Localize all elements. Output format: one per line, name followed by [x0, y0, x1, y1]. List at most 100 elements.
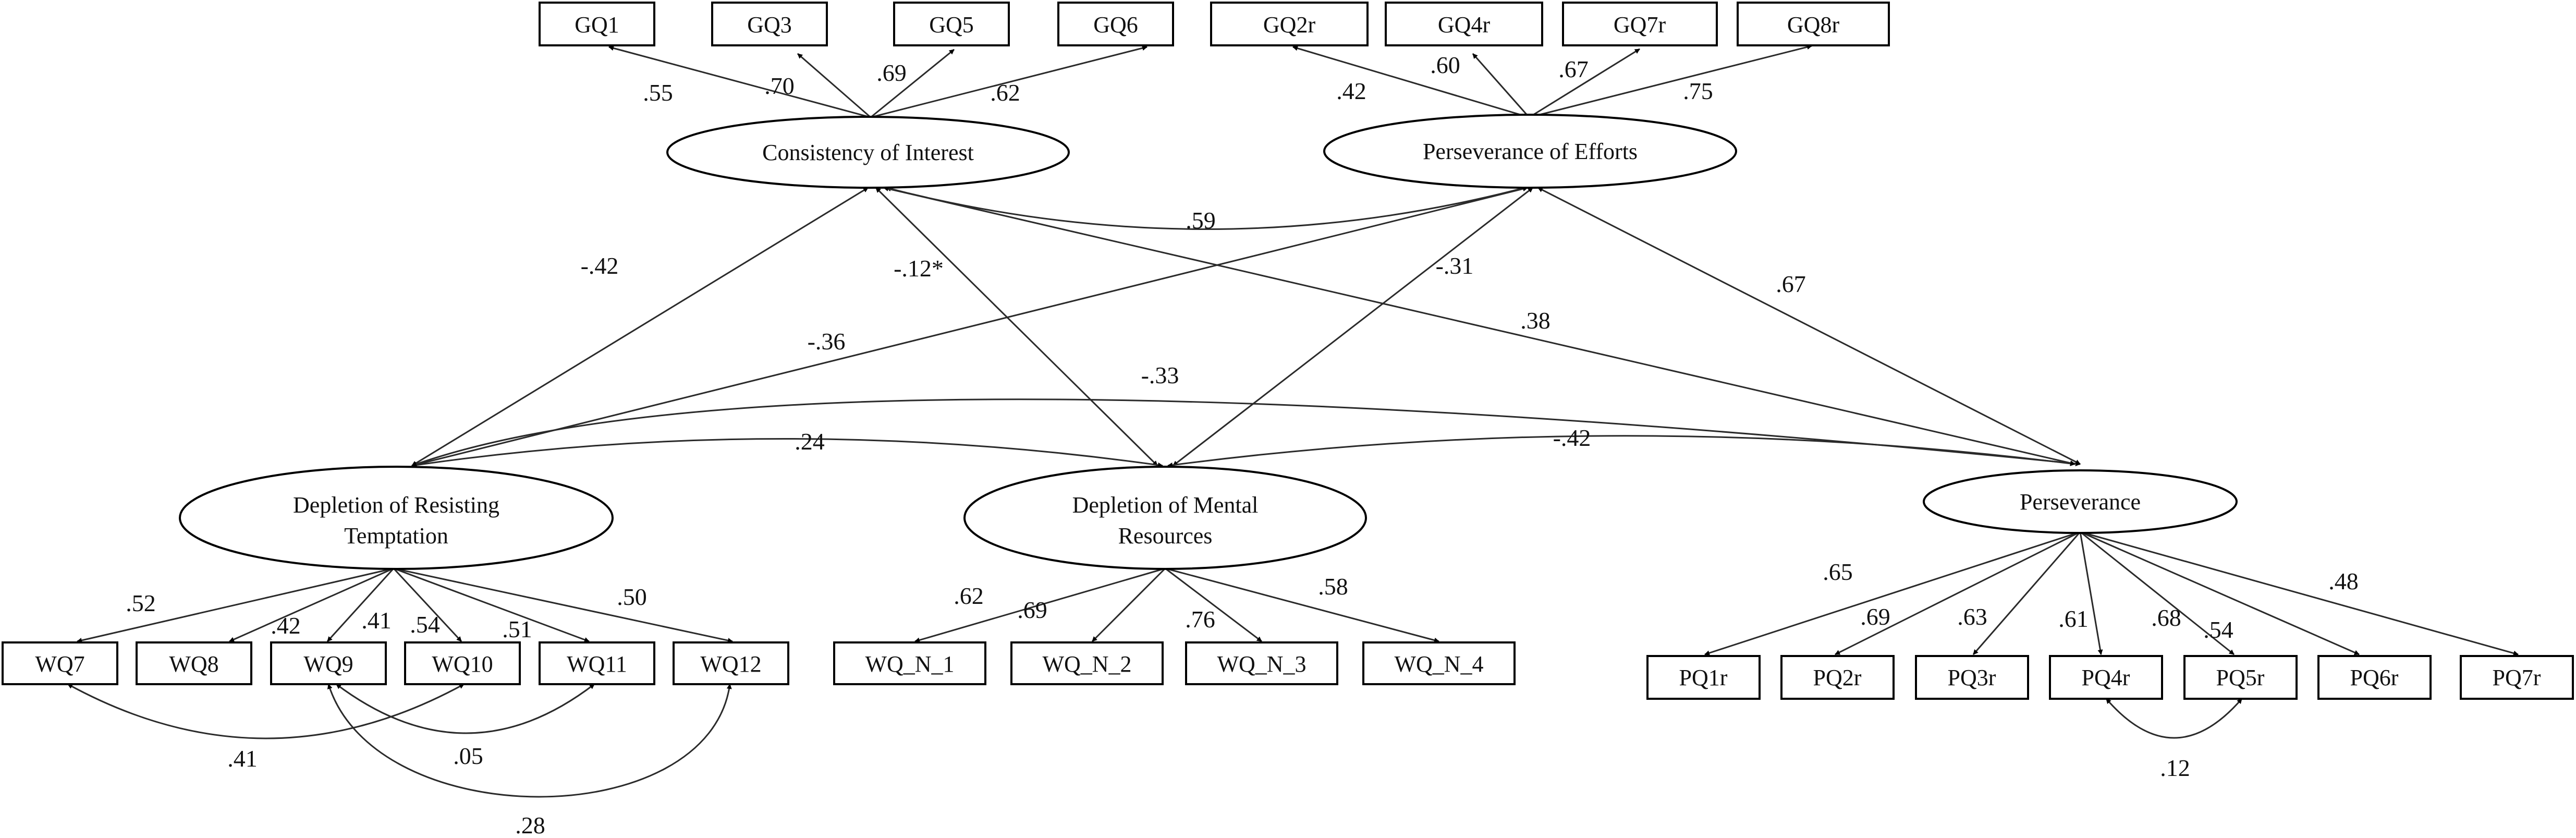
loading-label-gq8r: .75	[1683, 78, 1713, 104]
edge-ci-gq3	[797, 53, 871, 118]
edge-dmr-wqn4	[1165, 567, 1439, 643]
indicator-label: WQ_N_3	[1217, 651, 1306, 677]
indicator-label: PQ4r	[2082, 665, 2130, 690]
corr-label-drt-per: -.33	[1141, 362, 1179, 388]
indicator-wq11: WQ11	[539, 641, 655, 685]
indicator-label: GQ1	[575, 12, 619, 38]
loading-label-gq5: .69	[876, 59, 907, 86]
latent-label: Perseverance	[2020, 489, 2141, 515]
cov-label-pq4r-pq5r: .12	[2160, 755, 2190, 781]
loading-label-gq1: .55	[643, 79, 673, 106]
indicator-gq3: GQ3	[711, 2, 828, 46]
latent-depletion-of-resisting-temptation: Depletion of Resisting Temptation	[179, 466, 614, 570]
edge-ci-drt	[411, 187, 869, 467]
latent-label: Depletion of Mental	[1072, 492, 1259, 518]
loading-label-gq7r: .67	[1558, 56, 1589, 82]
loading-label-wqn2: .69	[1017, 597, 1047, 623]
edge-pe-gq8r	[1529, 44, 1812, 118]
indicator-label: WQ_N_1	[865, 651, 954, 677]
indicator-pq6r: PQ6r	[2317, 655, 2432, 700]
edge-cov-pq4r-pq5r	[2105, 698, 2243, 739]
loading-label-wqn4: .58	[1318, 573, 1348, 600]
edge-per-pq1r	[1704, 531, 2081, 655]
edge-cov-wq9-wq12	[327, 684, 732, 798]
latent-perseverance: Perseverance	[1923, 469, 2238, 534]
indicator-gq8r: GQ8r	[1737, 2, 1890, 46]
indicator-label: WQ12	[700, 651, 761, 677]
edge-pe-per	[1537, 187, 2081, 465]
cov-label-wq7-wq10: .41	[227, 745, 258, 772]
indicator-label: GQ5	[929, 12, 974, 38]
indicator-pq4r: PQ4r	[2049, 655, 2163, 700]
edge-pe-gq2r	[1292, 45, 1530, 118]
indicator-gq2r: GQ2r	[1210, 2, 1369, 46]
corr-label-pe-per: .67	[1776, 271, 1806, 297]
edge-dmr-per	[1167, 435, 2076, 468]
loading-label-pq7r: .48	[2328, 568, 2359, 594]
edge-per-pq2r	[1835, 531, 2081, 655]
latent-label: Resources	[1118, 523, 1213, 549]
corr-label-dmr-per: -.42	[1553, 424, 1591, 451]
loading-label-wq12: .50	[617, 584, 647, 610]
edge-cov-wq9-wq11	[336, 683, 595, 734]
loading-label-gq4r: .60	[1430, 52, 1460, 78]
latent-perseverance-of-efforts: Perseverance of Efforts	[1323, 114, 1737, 189]
loading-label-pq4r: .61	[2058, 605, 2089, 632]
loading-label-gq3: .70	[764, 72, 795, 99]
indicator-pq5r: PQ5r	[2183, 655, 2298, 700]
loading-label-gq2r: .42	[1336, 78, 1366, 104]
corr-label-pe-dmr: -.31	[1436, 252, 1474, 279]
edge-pe-gq4r	[1472, 53, 1530, 118]
edge-ci-gq5	[870, 48, 955, 118]
indicator-wq7: WQ7	[2, 641, 118, 685]
cov-label-wq9-wq11: .05	[453, 743, 483, 769]
loading-label-gq6: .62	[990, 79, 1020, 106]
latent-label: Depletion of Resisting	[293, 492, 499, 518]
latent-consistency-of-interest: Consistency of Interest	[666, 116, 1070, 189]
loading-label-pq3r: .63	[1957, 603, 1987, 630]
edge-per-pq4r	[2079, 531, 2103, 655]
loading-label-pq5r: .68	[2151, 604, 2181, 631]
indicator-gq7r: GQ7r	[1562, 2, 1718, 46]
observed-indicators: GQ1 GQ3 GQ5 GQ6 GQ2r GQ4r GQ7r GQ8r WQ7 …	[2, 2, 2574, 700]
indicator-wq-n-1: WQ_N_1	[833, 641, 986, 685]
indicator-gq5: GQ5	[893, 2, 1010, 46]
edge-pe-drt	[411, 186, 1528, 467]
indicator-wq10: WQ10	[404, 641, 521, 685]
latent-label: Perseverance of Efforts	[1423, 139, 1638, 164]
loading-label-wqn3: .76	[1185, 606, 1215, 633]
corr-label-ci-per: .38	[1520, 307, 1551, 334]
indicator-label: WQ11	[567, 651, 627, 677]
loading-label-pq2r: .69	[1860, 603, 1890, 630]
indicator-pq2r: PQ2r	[1780, 655, 1895, 700]
corr-label-drt-dmr: .24	[795, 428, 825, 455]
loading-label-pq1r: .65	[1823, 558, 1853, 585]
indicator-label: GQ4r	[1438, 12, 1491, 38]
indicator-pq7r: PQ7r	[2460, 655, 2574, 700]
indicator-label: PQ1r	[1679, 665, 1728, 690]
edge-pe-dmr	[1173, 187, 1533, 467]
indicator-label: GQ3	[747, 12, 792, 38]
indicator-wq-n-4: WQ_N_4	[1362, 641, 1516, 685]
edge-ci-gq1	[608, 45, 871, 118]
loading-label-wqn1: .62	[954, 582, 984, 609]
indicator-label: PQ3r	[1948, 665, 1996, 690]
edge-ci-dmr	[875, 187, 1158, 467]
indicator-gq4r: GQ4r	[1385, 2, 1543, 46]
indicator-wq12: WQ12	[673, 641, 789, 685]
indicator-label: GQ2r	[1263, 12, 1316, 38]
loading-label-wq9: .41	[361, 607, 392, 634]
corr-label-ci-dmr: -.12*	[894, 255, 944, 282]
coefficient-labels: .55 .70 .69 .62 .42 .60 .67 .75 .59 -.42…	[126, 52, 2359, 838]
edge-dmr-wqn2	[1091, 567, 1166, 642]
corr-label-pe-drt: -.36	[808, 328, 846, 355]
loading-label-wq10: .54	[410, 611, 440, 638]
indicator-label: GQ8r	[1787, 12, 1840, 38]
loading-label-pq6r: .54	[2203, 616, 2233, 643]
indicator-pq1r: PQ1r	[1646, 655, 1761, 700]
corr-label-ci-drt: -.42	[581, 252, 619, 279]
indicator-label: PQ7r	[2493, 665, 2541, 690]
edge-drt-per	[411, 398, 2081, 467]
loading-label-wq11: .51	[502, 616, 532, 642]
